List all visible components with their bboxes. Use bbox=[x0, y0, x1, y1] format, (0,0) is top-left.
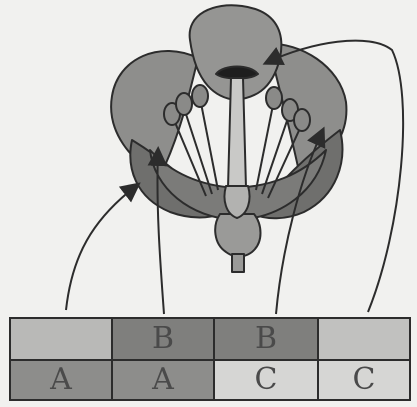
grid-label-r1c2: B bbox=[152, 321, 174, 356]
grid-cell-r1c4 bbox=[318, 318, 410, 360]
anther bbox=[192, 85, 208, 107]
anther bbox=[294, 109, 310, 131]
grid-label-r1c3: B bbox=[255, 321, 277, 356]
pedicel bbox=[232, 254, 244, 272]
grid-cell-r1c1 bbox=[10, 318, 112, 360]
style bbox=[228, 78, 246, 188]
anther bbox=[176, 93, 192, 115]
anther bbox=[266, 87, 282, 109]
stigma bbox=[216, 67, 258, 79]
grid-label-r2c3: C bbox=[255, 362, 278, 397]
grid-label-r2c4: C bbox=[353, 362, 376, 397]
grid-label-r2c2: A bbox=[151, 362, 174, 397]
grid-label-r2c1: A bbox=[49, 362, 72, 397]
